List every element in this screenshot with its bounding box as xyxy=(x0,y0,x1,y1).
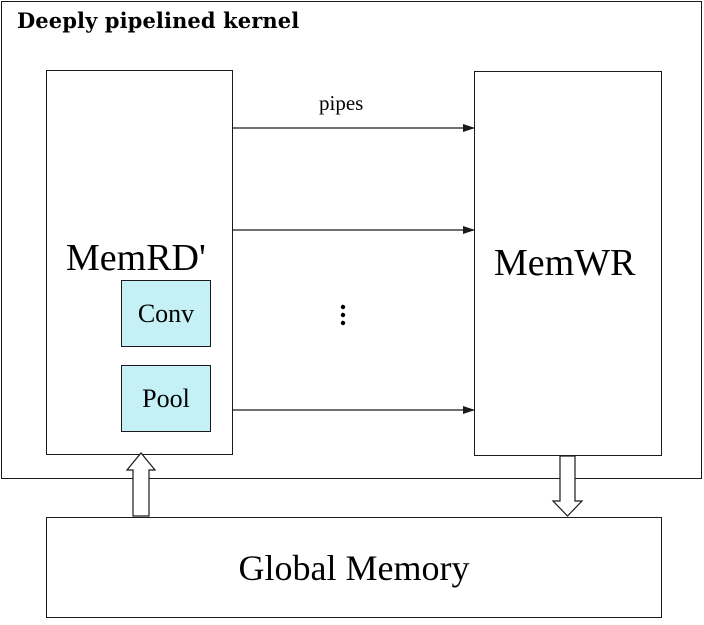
conv-label: Conv xyxy=(137,298,195,328)
pipes-label: pipes xyxy=(319,91,364,115)
global-memory-box xyxy=(46,517,662,618)
pool-label: Pool xyxy=(142,383,190,413)
global-memory-label-wrap: Global Memory xyxy=(46,517,662,618)
kernel-title: Deeply pipelined kernel xyxy=(17,8,300,33)
global-memory-label: Global Memory xyxy=(238,547,470,588)
memrd-label: MemRD' xyxy=(66,237,206,279)
kernel-frame xyxy=(1,1,702,479)
pool-module: Pool xyxy=(121,365,211,432)
write-down-arrow xyxy=(551,455,584,517)
read-up-arrow xyxy=(125,452,157,517)
memwr-label: MemWR xyxy=(494,242,636,284)
memwr-box xyxy=(474,71,662,456)
pipes-ellipsis xyxy=(340,304,346,326)
conv-module: Conv xyxy=(121,280,211,347)
